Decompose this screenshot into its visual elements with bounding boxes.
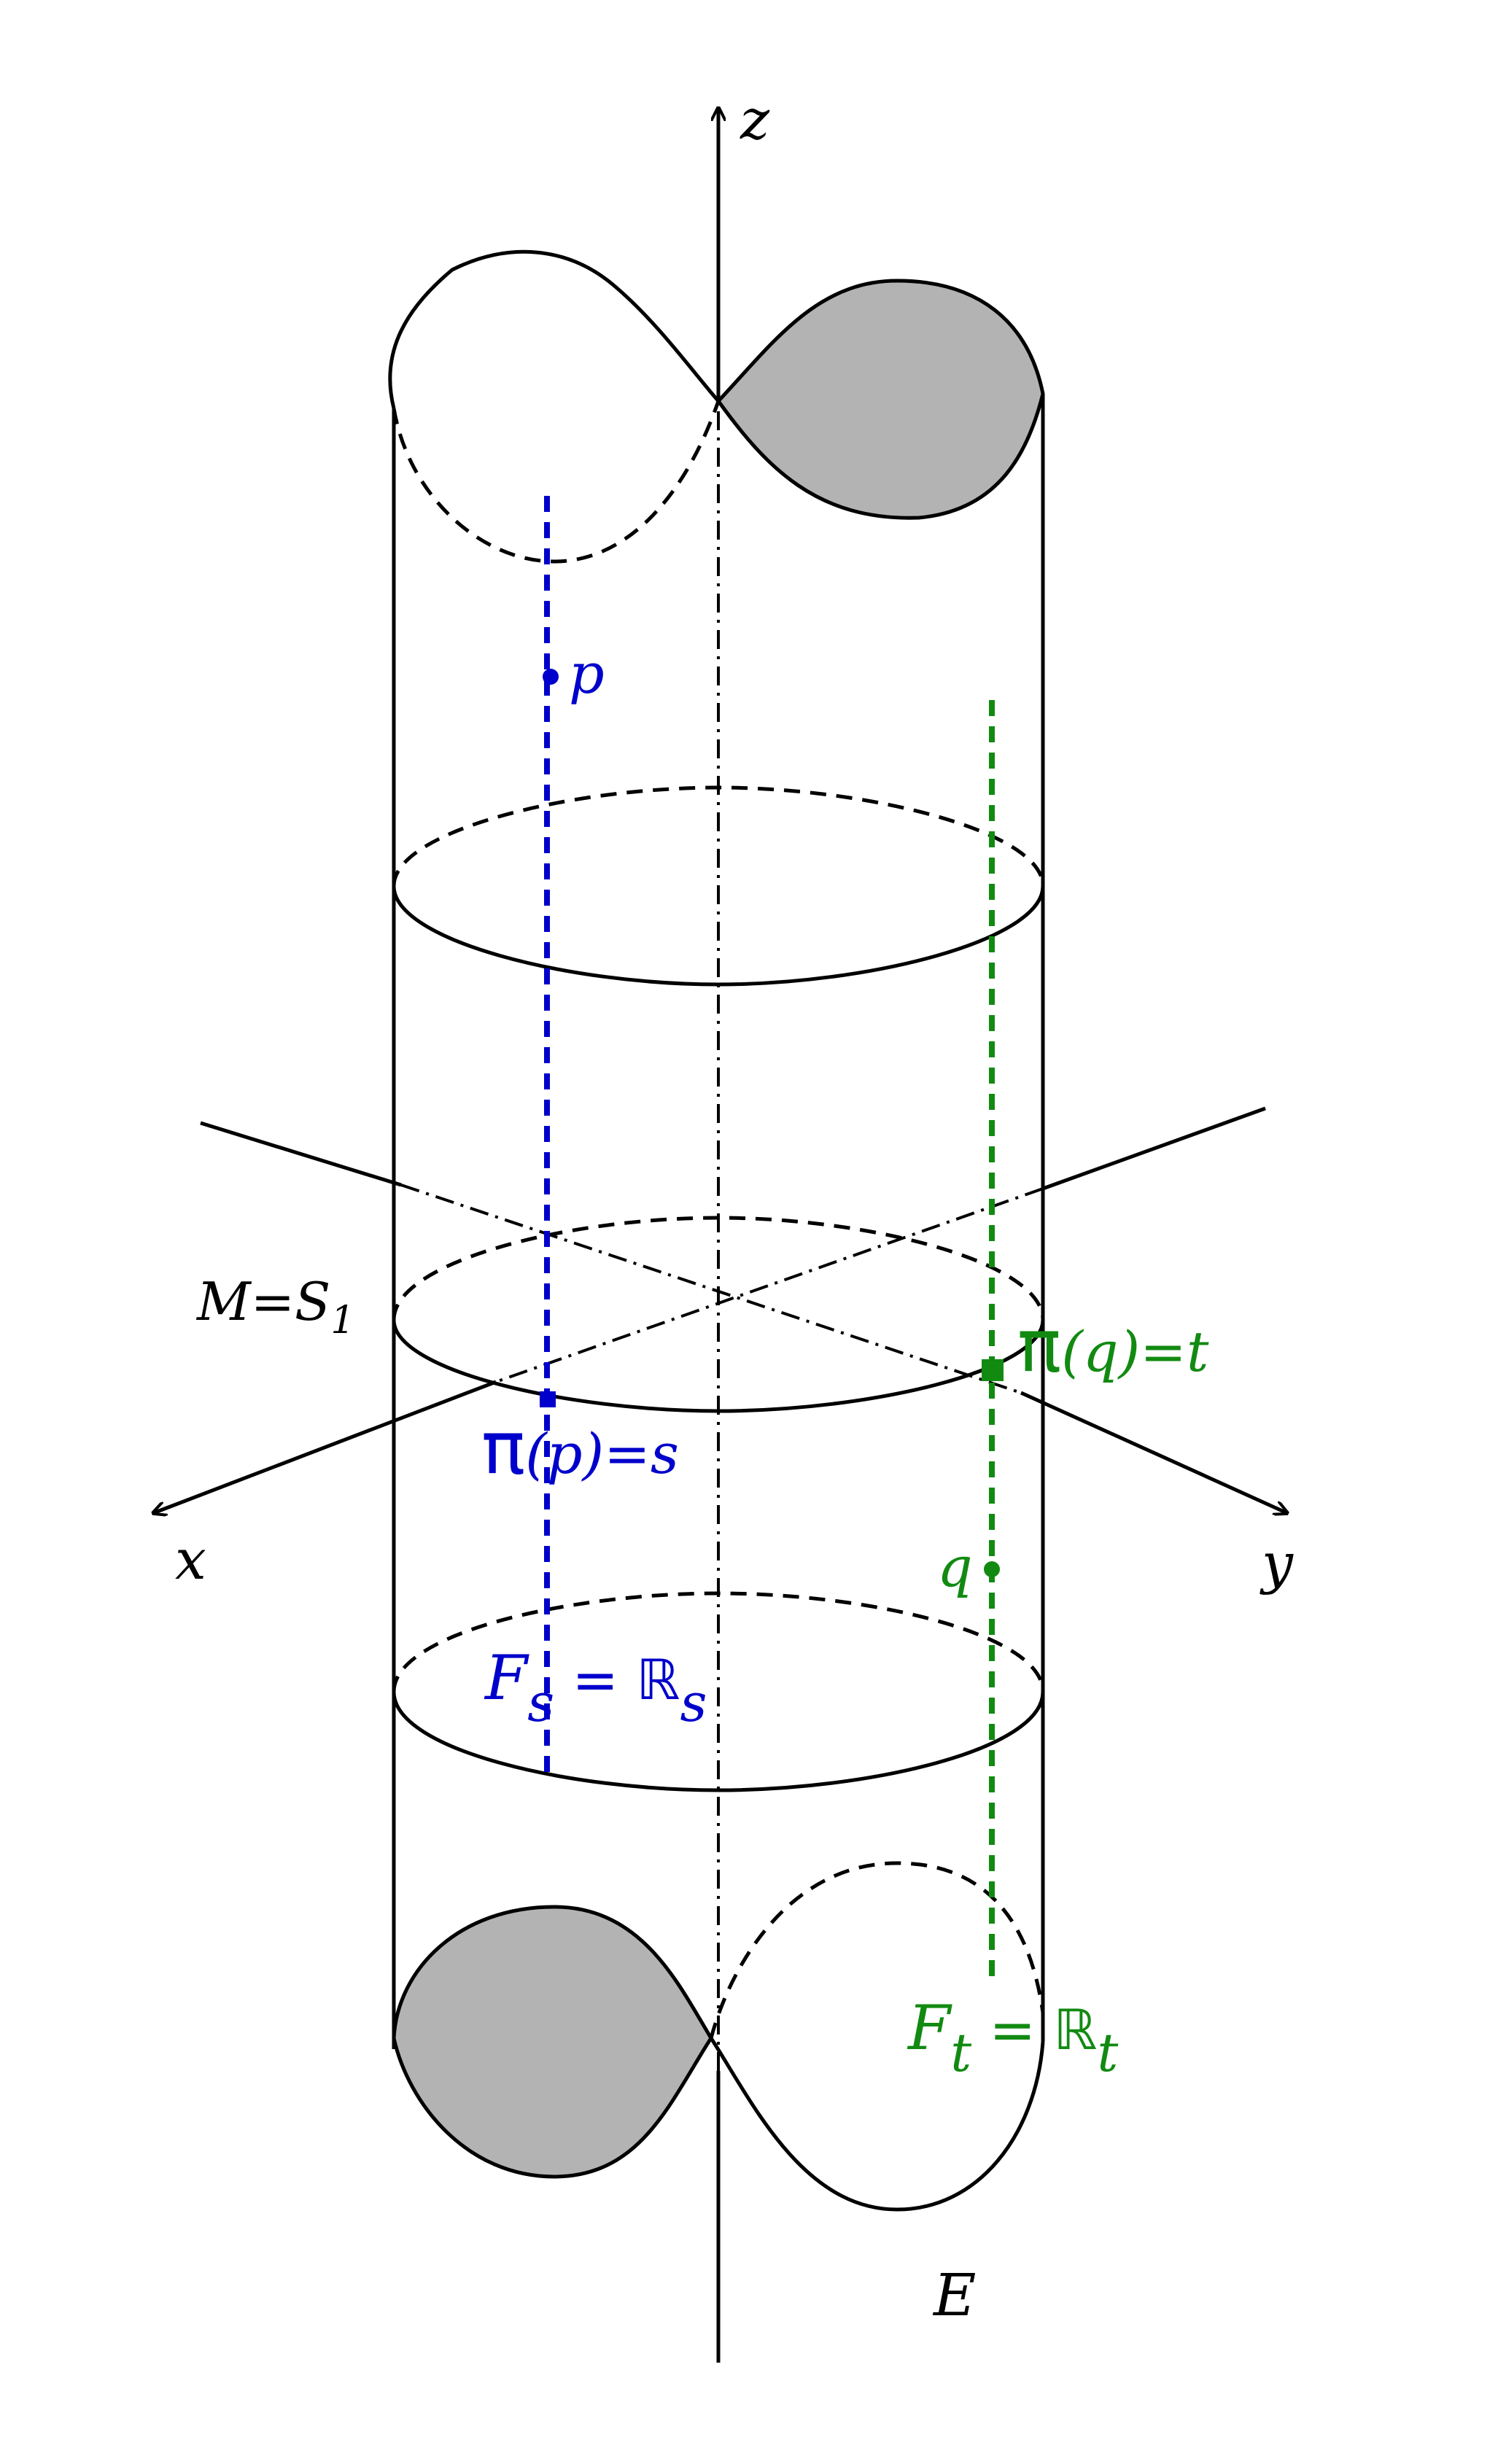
x-axis-label: x [175, 1527, 206, 1592]
ellipse-lower-front [392, 1691, 1045, 1792]
top-shaded-lobe [715, 279, 1045, 520]
x-axis-inner [495, 1187, 1044, 1383]
point-q-label: q [937, 1534, 973, 1599]
y-axis-front [1020, 1391, 1287, 1513]
point-q-dot [984, 1561, 1000, 1577]
base-space-label: M=S1 [195, 1271, 354, 1342]
projection-s-marker [540, 1391, 556, 1407]
projection-t-marker [982, 1359, 1004, 1381]
y-axis-label: y [1260, 1531, 1294, 1596]
bottom-cap-curve [709, 2037, 1045, 2212]
bottom-cap-hidden-curve [709, 1861, 1045, 2039]
bottom-shaded-lobe [392, 1905, 713, 2179]
x-axis-front [153, 1380, 497, 1513]
fiber-s-label: Fs = ℝs [484, 1642, 707, 1733]
y-axis-back [200, 1121, 402, 1187]
fiber-t-label: Ft = ℝt [907, 1992, 1119, 2083]
point-p-dot [543, 669, 559, 685]
total-space-label: E [932, 2261, 976, 2329]
top-cap-curve [388, 249, 720, 409]
z-axis-label: z [740, 87, 770, 152]
projection-q-label: π(q)=t [1017, 1303, 1209, 1388]
top-cap-hidden-curve [392, 400, 721, 564]
x-axis-back [1042, 1106, 1266, 1191]
projection-p-label: π(p)=s [481, 1405, 679, 1491]
point-p-label: p [569, 641, 605, 706]
